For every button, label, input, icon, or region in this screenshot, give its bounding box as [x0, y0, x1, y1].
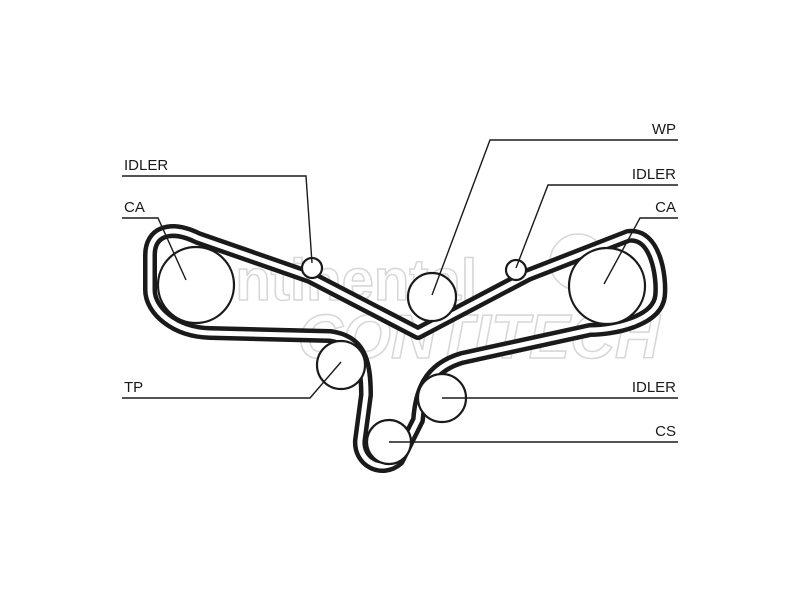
pulley-water-pump: [406, 271, 458, 323]
pulley-camshaft-right: [567, 246, 647, 326]
label-idler-top-left: IDLER: [124, 157, 168, 174]
leader-lines: [122, 139, 678, 443]
label-tp: TP: [124, 379, 143, 396]
leader-idler-top-left: [122, 175, 313, 264]
label-wp: WP: [652, 121, 676, 138]
label-cs: CS: [655, 423, 676, 440]
leader-ca-left: [122, 217, 187, 281]
leader-ca-right: [603, 217, 678, 285]
labels: IDLER CA WP IDLER CA TP IDLER CS: [124, 121, 676, 440]
label-ca-left: CA: [124, 199, 145, 216]
label-idler-right: IDLER: [632, 379, 676, 396]
leader-idler-top-right: [515, 184, 678, 269]
leader-wp: [431, 139, 678, 296]
pulley-camshaft-left: [156, 245, 236, 325]
leader-tp: [122, 361, 342, 399]
label-idler-top-right: IDLER: [632, 166, 676, 183]
pulley-idler-top-right: [504, 258, 528, 282]
label-ca-right: CA: [655, 199, 676, 216]
